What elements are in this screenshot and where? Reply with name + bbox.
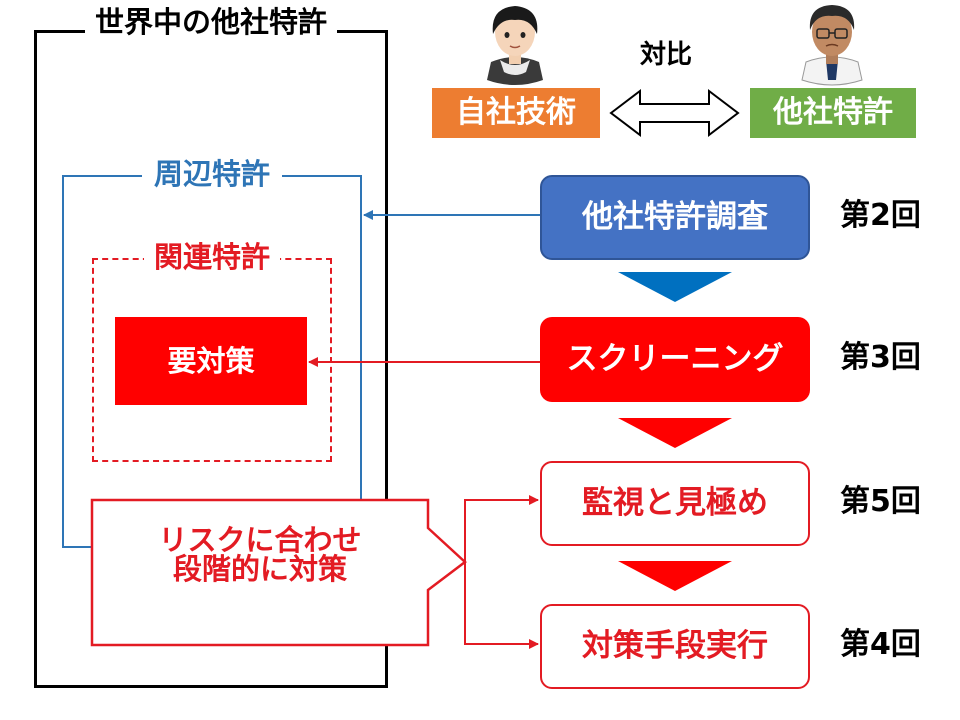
peripheral-patents-title: 周辺特許 bbox=[62, 160, 362, 189]
episode-label-survey: 第2回 bbox=[840, 201, 921, 231]
bracket-to-exec bbox=[465, 562, 538, 644]
other-engineer-avatar bbox=[802, 5, 862, 85]
other-patents-tag: 他社特許 bbox=[750, 88, 916, 138]
compare-label: 対比 bbox=[640, 42, 692, 68]
episode-label-execute: 第4回 bbox=[840, 630, 921, 660]
callout-line-2: 段階的に対策 bbox=[92, 555, 428, 584]
flow-step-patent-survey: 他社特許調査 bbox=[540, 175, 810, 260]
down-arrow-1 bbox=[618, 272, 732, 302]
related-patents-title: 関連特許 bbox=[92, 243, 332, 272]
callout-text: リスクに合わせ 段階的に対策 bbox=[92, 526, 428, 584]
callout-line-1: リスクに合わせ bbox=[92, 526, 428, 555]
flow-step-screening: スクリーニング bbox=[540, 317, 810, 402]
needs-countermeasure-box: 要対策 bbox=[115, 317, 307, 405]
bracket-to-watch bbox=[465, 500, 538, 562]
own-engineer-avatar bbox=[487, 6, 543, 85]
down-arrow-2 bbox=[618, 418, 732, 448]
world-patents-title: 世界中の他社特許 bbox=[30, 8, 392, 37]
down-arrow-3 bbox=[618, 561, 732, 591]
own-technology-tag: 自社技術 bbox=[432, 88, 600, 138]
episode-label-monitoring: 第5回 bbox=[840, 487, 921, 517]
compare-arrow bbox=[611, 91, 738, 135]
episode-label-screening: 第3回 bbox=[840, 343, 921, 373]
flow-step-execute-countermeasure: 対策手段実行 bbox=[540, 604, 810, 689]
flow-step-monitoring: 監視と見極め bbox=[540, 461, 810, 546]
